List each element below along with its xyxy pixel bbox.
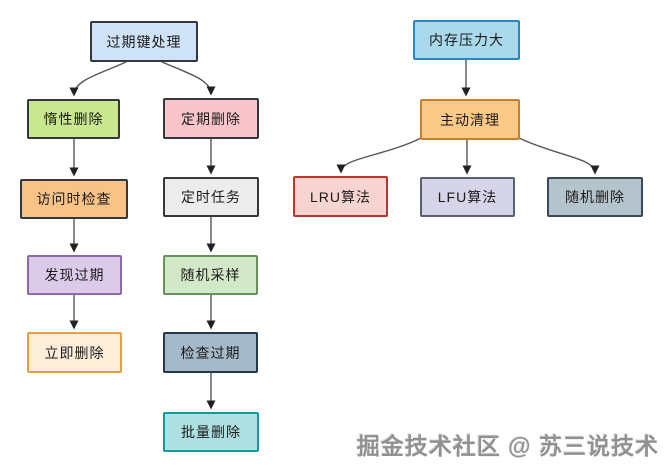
- node-lazy-delete: 惰性删除: [27, 99, 120, 139]
- node-label: 过期键处理: [106, 33, 182, 50]
- node-label: 访问时检查: [36, 191, 112, 207]
- node-random-delete: 随机删除: [547, 177, 643, 217]
- connector-expired-to-periodic: [161, 61, 216, 96]
- node-check-on-access: 访问时检查: [20, 179, 128, 219]
- node-label: 内存压力大: [429, 32, 504, 48]
- node-check-expired: 检查过期: [163, 332, 258, 373]
- node-lru-algorithm: LRU算法: [293, 176, 388, 217]
- node-active-cleanup: 主动清理: [420, 99, 520, 140]
- node-label: 主动清理: [440, 111, 500, 128]
- node-label: 检查过期: [180, 344, 241, 361]
- node-label: LRU算法: [309, 188, 371, 205]
- node-label: 立即删除: [44, 344, 105, 361]
- node-find-expired: 发现过期: [27, 255, 122, 295]
- node-lfu-algorithm: LFU算法: [420, 177, 515, 217]
- node-expired-key-handling: 过期键处理: [90, 21, 198, 62]
- node-random-sampling: 随机采样: [163, 255, 258, 295]
- node-label: 批量删除: [181, 424, 241, 440]
- node-label: 随机删除: [565, 189, 625, 205]
- node-memory-pressure: 内存压力大: [413, 20, 520, 60]
- connector-expired-to-lazy: [69, 61, 127, 97]
- node-scheduled-task: 定时任务: [163, 177, 259, 217]
- connector-activecleanup-to-randomdelete: [518, 137, 600, 175]
- node-periodic-delete: 定期删除: [163, 98, 259, 139]
- node-label: 发现过期: [44, 267, 105, 283]
- node-batch-delete: 批量删除: [163, 412, 259, 452]
- watermark: 掘金技术社区 @ 苏三说技术: [356, 433, 659, 459]
- node-label: 定时任务: [181, 189, 241, 205]
- node-label: LFU算法: [437, 189, 498, 205]
- node-label: 随机采样: [180, 267, 241, 283]
- connector-activecleanup-to-lru: [336, 137, 422, 174]
- node-label: 定期删除: [181, 110, 241, 127]
- node-label: 惰性删除: [43, 111, 104, 127]
- node-delete-immediately: 立即删除: [27, 332, 122, 373]
